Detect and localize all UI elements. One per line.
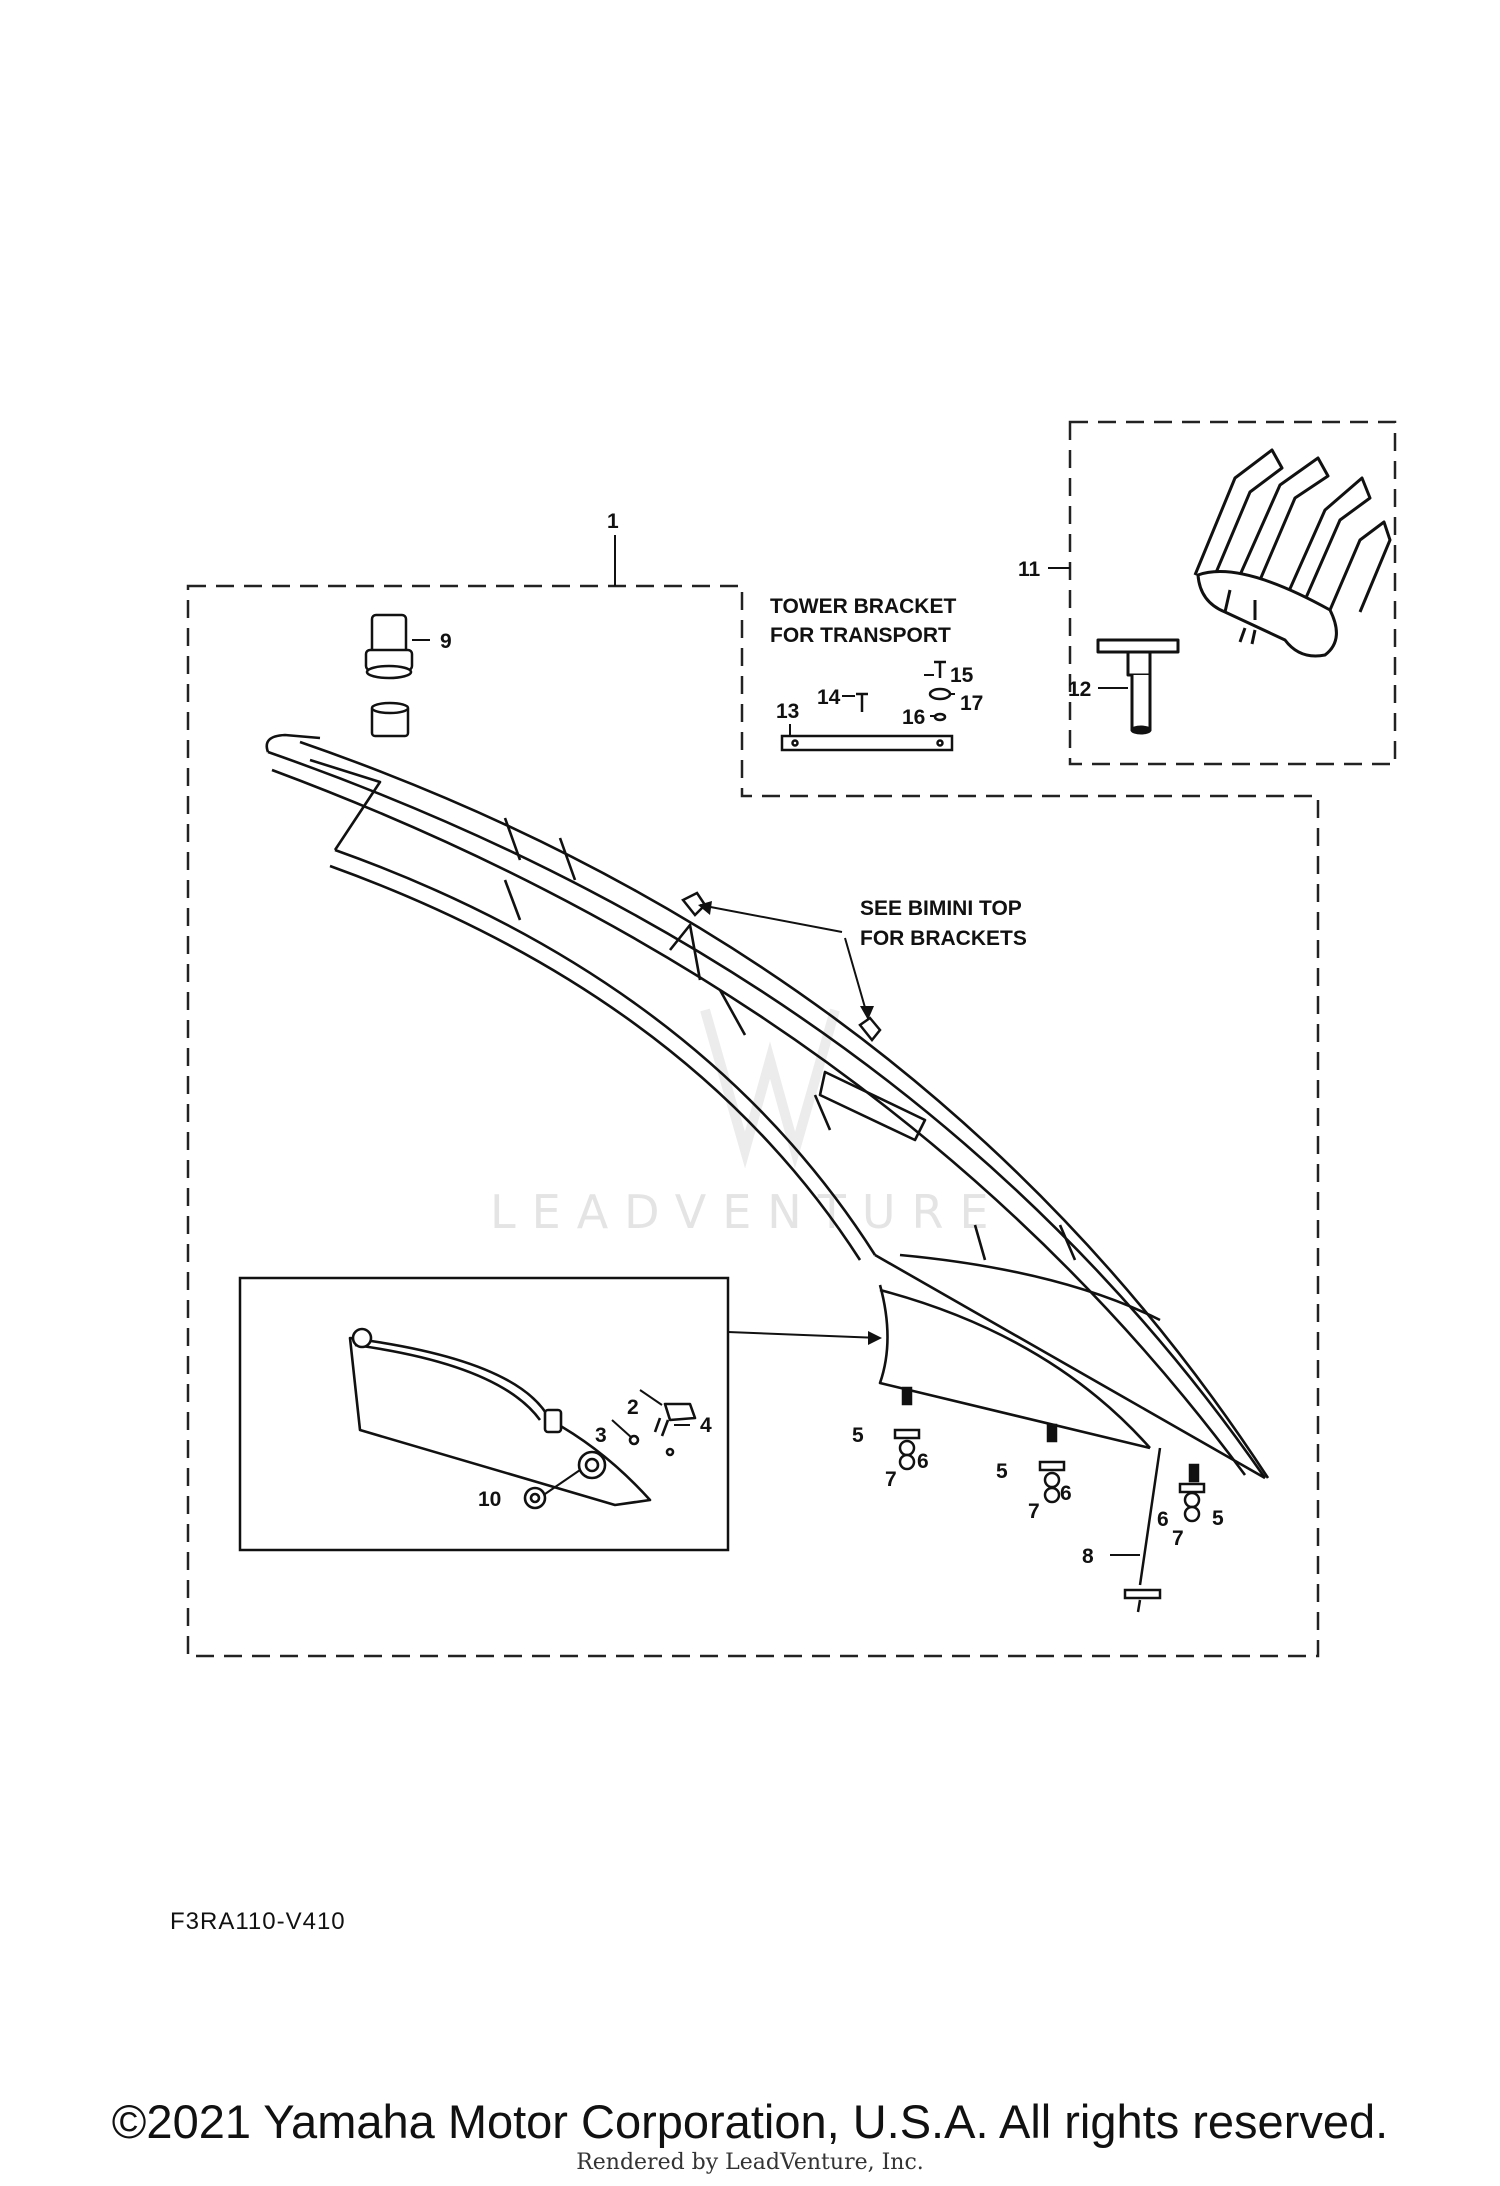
- watermark-text: LEADVENTURE: [490, 1185, 1005, 1239]
- note-tower-bracket-line2: FOR TRANSPORT: [770, 624, 951, 647]
- callout-2: 2: [627, 1396, 639, 1419]
- callout-4: 4: [700, 1414, 712, 1437]
- callout-17: 17: [960, 692, 983, 715]
- callout-13: 13: [776, 700, 799, 723]
- tower-frame: [265, 733, 1270, 1480]
- callout-labels: 1 2 3 4 5 5 5 6 6 6 7 7 7 8 9 10 11 12 1…: [440, 510, 1224, 1568]
- bimini-bracket-tabs: [681, 891, 882, 1043]
- callout-14: 14: [817, 686, 841, 709]
- callout-5b: 5: [996, 1460, 1008, 1483]
- callout-7c: 7: [1172, 1527, 1184, 1550]
- callout-6c: 6: [1157, 1508, 1169, 1531]
- callout-11: 11: [1018, 558, 1041, 581]
- callout-5c: 5: [1212, 1507, 1224, 1530]
- callout-9: 9: [440, 630, 452, 653]
- callout-6b: 6: [1060, 1482, 1072, 1505]
- leader-arrow-bimini-1: [698, 901, 712, 915]
- diagram-code: F3RA110-V410: [170, 1908, 346, 1935]
- cap-part-9: [364, 613, 414, 738]
- bracket-bar: [780, 734, 954, 752]
- callout-15: 15: [950, 664, 974, 687]
- board-rack: [1096, 448, 1392, 735]
- rendered-by-credit: Rendered by LeadVenture, Inc.: [576, 2150, 924, 2175]
- note-bimini-line2: FOR BRACKETS: [860, 927, 1027, 950]
- callout-12: 12: [1068, 678, 1091, 701]
- callout-3: 3: [595, 1424, 607, 1447]
- watermark: LEADVENTURE: [490, 1008, 1005, 1239]
- callout-10: 10: [478, 1488, 501, 1511]
- callout-7a: 7: [885, 1468, 897, 1491]
- leader-lines: [412, 535, 1140, 1556]
- diagram-notes: TOWER BRACKET FOR TRANSPORT SEE BIMINI T…: [770, 595, 1027, 950]
- foot-hardware: [893, 1386, 1206, 1613]
- note-bimini-line1: SEE BIMINI TOP: [860, 897, 1022, 920]
- note-tower-bracket-line1: TOWER BRACKET: [770, 595, 956, 618]
- callout-5a: 5: [852, 1424, 864, 1447]
- group-boundaries: [186, 420, 1397, 1658]
- leader-arrow-bimini-2: [860, 1006, 874, 1020]
- callout-6a: 6: [917, 1450, 929, 1473]
- copyright-notice: ©2021 Yamaha Motor Corporation, U.S.A. A…: [111, 2095, 1389, 2148]
- detail-inset: [238, 1276, 730, 1552]
- leader-arrow-inset: [868, 1331, 882, 1345]
- rack-boundary: [1068, 420, 1397, 766]
- callout-16: 16: [902, 706, 925, 729]
- callout-1: 1: [607, 510, 619, 533]
- callout-7b: 7: [1028, 1500, 1040, 1523]
- callout-8: 8: [1082, 1545, 1094, 1568]
